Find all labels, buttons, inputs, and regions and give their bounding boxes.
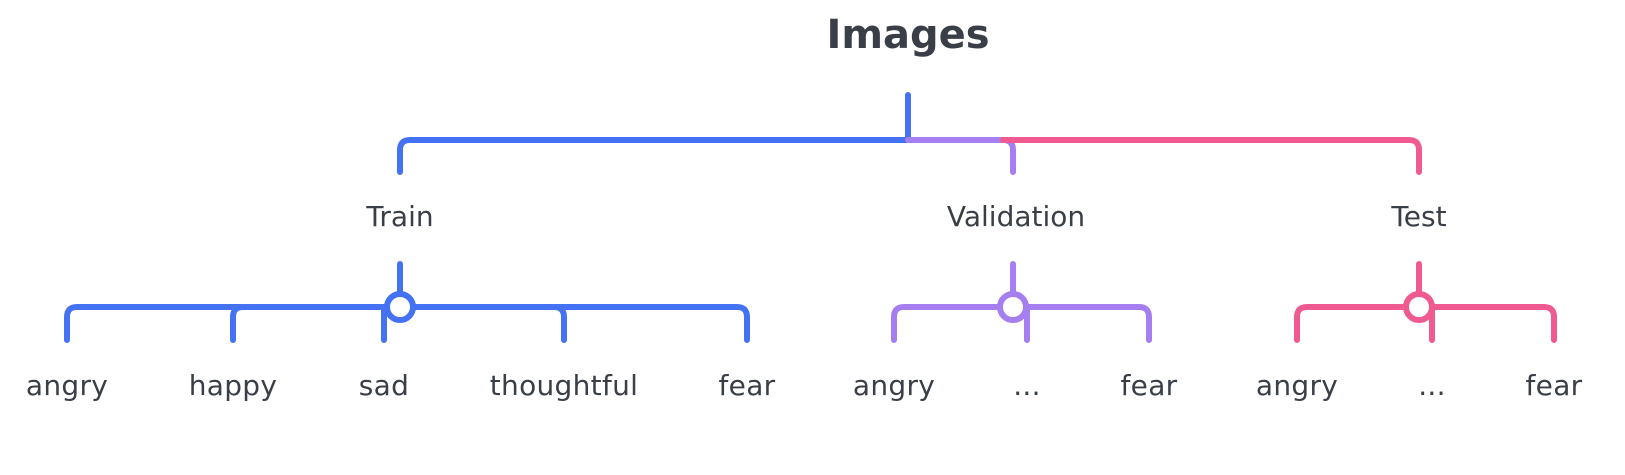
branch-test-label: Test bbox=[1391, 200, 1447, 233]
root-node-label: Images bbox=[826, 12, 990, 58]
train-leaf-angry: angry bbox=[25, 369, 109, 402]
branch-validation-label: Validation bbox=[946, 200, 1086, 233]
validation-leaf-angry: angry bbox=[852, 369, 936, 402]
train-leaf-thoughtful: thoughtful bbox=[489, 369, 639, 402]
validation-junction-node bbox=[997, 291, 1029, 323]
connector-test bbox=[1000, 137, 1422, 175]
train-leaf-happy: happy bbox=[188, 369, 278, 402]
train-leaf-fear: fear bbox=[718, 369, 776, 402]
branch-train-label: Train bbox=[366, 200, 434, 233]
connector-validation bbox=[905, 137, 1016, 175]
validation-leaf-ellipsis: ... bbox=[1013, 369, 1041, 402]
train-junction-node bbox=[384, 291, 416, 323]
test-leaf-ellipsis: ... bbox=[1418, 369, 1446, 402]
validation-leaf-fear: fear bbox=[1120, 369, 1178, 402]
test-leaf-fear: fear bbox=[1525, 369, 1583, 402]
connector-train bbox=[397, 137, 911, 175]
test-leaf-angry: angry bbox=[1255, 369, 1339, 402]
test-junction-node bbox=[1403, 291, 1435, 323]
train-leaf-sad: sad bbox=[358, 369, 410, 402]
